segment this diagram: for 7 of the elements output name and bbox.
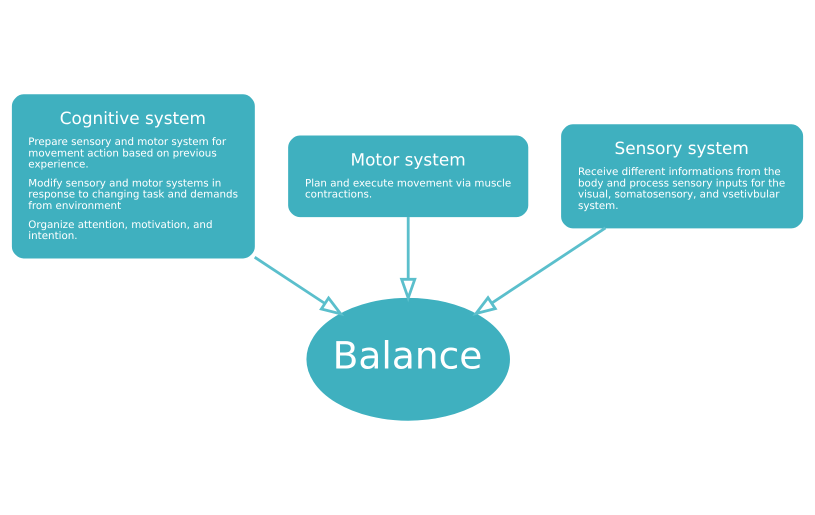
node-box: Sensory system Receive different informations from the body and process sensory inputs for the visual, somatosensory, and vsetivbular system. xyxy=(561,124,804,228)
arrow xyxy=(472,226,606,316)
arrow xyxy=(254,256,344,316)
node-ellipse: Balance xyxy=(306,298,510,421)
node-box: Motor system Plan and execute movement via muscle contractions. xyxy=(288,136,528,218)
arrow xyxy=(400,217,417,302)
node-box: Cognitive system Prepare sensory and motor system for movement action based on previous experience. Modify sensory and motor systems in response to changing task and demands from environment Organize attention, motivation, and intention. xyxy=(12,94,255,258)
